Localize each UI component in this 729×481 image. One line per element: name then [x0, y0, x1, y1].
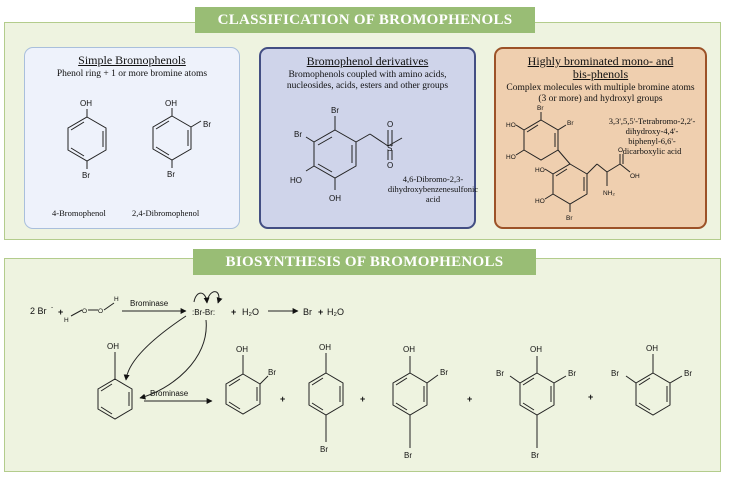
biphenyl-br-label-2: Br [567, 120, 574, 127]
biphenyl-ho-label-2: HO [506, 154, 516, 161]
product-1-structure [225, 355, 269, 415]
biosynthesis-banner: BIOSYNTHESIS OF BROMOPHENOLS [193, 249, 536, 275]
product-4-structure [509, 356, 567, 448]
biphenyl-structure [515, 112, 631, 212]
sulfonic-acid-structure [305, 116, 403, 190]
peroxide-o-2: O [98, 308, 103, 315]
highly-brominated-title: Highly brominated mono- and bis-phenols [496, 55, 705, 81]
simple-bromophenols-description: Phenol ring + 1 or more bromine atoms [56, 69, 208, 79]
product-5-br-label-1: Br [611, 369, 619, 378]
biphenyl-name-line2: dihydroxy-4,4'- [626, 126, 679, 136]
product-4-oh-label: OH [530, 345, 542, 354]
phenol-oh-label: OH [107, 342, 119, 351]
sulfonic-br-label-2: Br [294, 130, 302, 139]
2,4-dibromophenol-br-label-2: Br [167, 170, 175, 179]
product-4-br-label-2: Br [568, 369, 576, 378]
water-reactant: H₂O [242, 307, 259, 317]
product-3-br-label-1: Br [440, 368, 448, 377]
sulfonic-s-label: S [387, 144, 392, 153]
reaction2-plus-2: + [360, 394, 365, 404]
biphenyl-name-line4: dicarboxylic acid [623, 146, 683, 156]
peroxide-structure [70, 302, 115, 317]
water-product: H₂O [327, 307, 344, 317]
biosynthesis-panel [4, 258, 721, 472]
electron-arrow-4 [139, 319, 207, 400]
highly-brominated-box: Highly brominated mono- and bis-phenols … [494, 47, 707, 229]
product-3-br-label-2: Br [404, 451, 412, 460]
peroxide-h-1: H [64, 317, 69, 324]
biphenyl-br-label-1: Br [537, 105, 544, 112]
2,4-dibromophenol-br-label-1: Br [203, 120, 211, 129]
electron-arrow-3 [123, 315, 187, 381]
biphenyl-nh2-label: NH₂ [603, 190, 615, 197]
biphenyl-name-line1: 3,3',5,5'-Tetrabromo-2,2'- [609, 116, 696, 126]
sulfonic-o-label-2: O [387, 161, 393, 170]
sulfonic-o-label-1: O [387, 120, 393, 129]
sulfonic-oh-label: OH [329, 194, 341, 203]
sulfonic-br-label-1: Br [331, 106, 339, 115]
4-bromophenol-oh-label: OH [80, 99, 92, 108]
electron-arrow-1 [193, 292, 210, 304]
product-5-structure [625, 354, 683, 416]
product-1-br-label: Br [268, 368, 276, 377]
simple-bromophenols-box: Simple Bromophenols Phenol ring + 1 or m… [24, 47, 240, 229]
4-bromophenol-name: 4-Bromophenol [52, 208, 106, 218]
bromophenol-derivatives-description: Bromophenols coupled with amino acids, n… [286, 70, 449, 91]
highly-brominated-title-line2: bis-phenols [572, 67, 629, 81]
4-bromophenol-structure [67, 109, 107, 169]
2,4-dibromophenol-structure [152, 108, 202, 168]
classification-banner: CLASSIFICATION OF BROMOPHENOLS [195, 7, 535, 33]
brominase-label-2: Brominase [150, 389, 189, 398]
sulfonic-name-line2: dihydroxybenzenesulfonic [388, 184, 478, 194]
biphenyl-ho-label-3: HO [535, 167, 545, 174]
reaction2-plus-4: + [588, 392, 593, 402]
reaction1-plus-1: + [58, 307, 63, 317]
bromophenol-derivatives-box: Bromophenol derivatives Bromophenols cou… [259, 47, 476, 229]
sulfonic-ho-label: HO [290, 176, 302, 185]
bromide-charge: - [51, 304, 53, 311]
sulfonic-name-line1: 4,6-Dibromo-2,3- [403, 174, 464, 184]
reaction2-plus-1: + [280, 394, 285, 404]
phenol-structure [97, 352, 133, 420]
product-2-oh-label: OH [319, 343, 331, 352]
simple-bromophenols-title: Simple Bromophenols [78, 53, 186, 67]
bromide-reactant: 2 Br [30, 306, 47, 316]
bromophenol-derivatives-title: Bromophenol derivatives [306, 54, 429, 68]
product-4-br-label-3: Br [531, 451, 539, 460]
product-5-oh-label: OH [646, 344, 658, 353]
peroxide-h-2: H [114, 296, 119, 303]
biphenyl-br-label-3: Br [566, 215, 573, 222]
biphenyl-o-label: O [618, 147, 623, 154]
sulfonic-name-line3: acid [426, 194, 441, 204]
peroxide-o-1: O [82, 308, 87, 315]
product-4-br-label-1: Br [496, 369, 504, 378]
reaction2-plus-3: + [467, 394, 472, 404]
product-3-structure [392, 356, 439, 448]
2,4-dibromophenol-name: 2,4-Dibromophenol [132, 208, 200, 218]
bromine-pair: :Br-Br: [192, 308, 215, 317]
biphenyl-name-line3: biphenyl-6,6'- [628, 136, 676, 146]
highly-brominated-title-line1: Highly brominated mono- and [527, 54, 674, 68]
2,4-dibromophenol-oh-label: OH [165, 99, 177, 108]
product-2-structure [308, 353, 344, 442]
electron-arrow-2 [207, 291, 223, 304]
biphenyl-ho-label-4: HO [535, 198, 545, 205]
biphenyl-oh-label: OH [630, 173, 640, 180]
product-5-br-label-2: Br [684, 369, 692, 378]
bromine-product: Br [303, 307, 312, 317]
biphenyl-ho-label-1: HO [506, 122, 516, 129]
product-3-oh-label: OH [403, 345, 415, 354]
brominase-label-1: Brominase [130, 299, 169, 308]
highly-brominated-description: Complex molecules with multiple bromine … [506, 83, 695, 104]
reaction1-plus-3: + [318, 307, 323, 317]
reaction1-plus-2: + [231, 307, 236, 317]
product-1-oh-label: OH [236, 345, 248, 354]
4-bromophenol-br-label: Br [82, 171, 90, 180]
product-2-br-label: Br [320, 445, 328, 454]
